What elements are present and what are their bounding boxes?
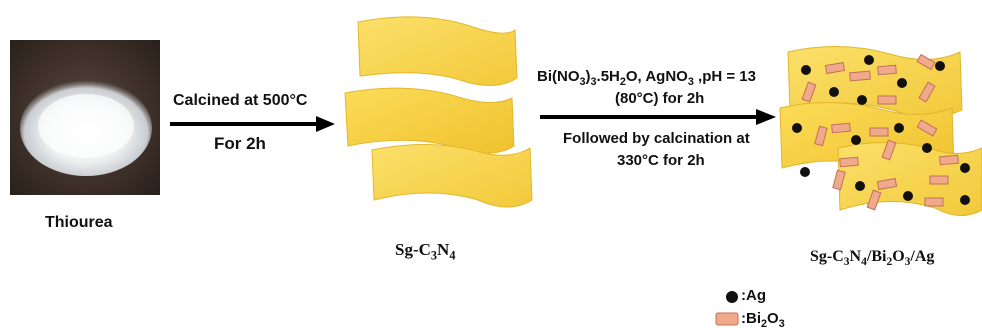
arrow-calcination (170, 116, 335, 132)
sgc3n4-label: Sg-C3N4 (395, 240, 456, 263)
ag-particle (897, 78, 907, 88)
bi2o3-particles (801, 53, 959, 211)
step1-condition-label: Calcined at 500°C (173, 92, 308, 109)
ag-particle (855, 181, 865, 191)
ag-particle (800, 167, 810, 177)
bi2o3-particle (832, 169, 846, 191)
legend-markers (715, 291, 739, 326)
ag-particle (857, 95, 867, 105)
ag-particle (851, 135, 861, 145)
bi2o3-particle (929, 175, 949, 185)
legend-ag-marker (726, 291, 738, 303)
step2-reagents-label: Bi(NO3)3.5H2O, AgNO3 ,pH = 13 (537, 68, 756, 88)
bi2o3-particle (831, 122, 851, 134)
product-label: Sg-C3N4/Bi2O3/Ag (810, 248, 935, 269)
legend-bi2o3-label: :Bi2O3 (741, 310, 785, 330)
ag-particle (960, 195, 970, 205)
thiourea-photo (10, 40, 160, 195)
legend-ag-label: :Ag (741, 287, 766, 304)
bi2o3-particle (869, 127, 889, 137)
bi2o3-particle (801, 81, 817, 103)
ag-particle (935, 61, 945, 71)
ag-particle (801, 65, 811, 75)
ag-particle (864, 55, 874, 65)
ag-particle (922, 143, 932, 153)
bi2o3-particle (918, 81, 936, 103)
bi2o3-particle (866, 189, 882, 211)
thiourea-label: Thiourea (45, 214, 113, 231)
bi2o3-particle (916, 119, 938, 137)
step2-temperature-label: (80°C) for 2h (615, 90, 705, 107)
step1-duration-label: For 2h (214, 134, 266, 153)
bi2o3-particle (877, 95, 897, 105)
step2-calcination-label: 330°C for 2h (617, 152, 705, 169)
sgc3n4-sheets (344, 16, 533, 208)
ag-particle (792, 123, 802, 133)
ag-particle (829, 87, 839, 97)
bi2o3-particle (916, 53, 936, 71)
ag-particle (960, 163, 970, 173)
ag-particle (894, 123, 904, 133)
bi2o3-particle (814, 125, 828, 147)
bi2o3-particle (877, 64, 897, 76)
bi2o3-particle (849, 70, 871, 82)
arrow-deposition (540, 109, 776, 125)
ag-particle (903, 191, 913, 201)
step2-followup-label: Followed by calcination at (563, 130, 750, 147)
bi2o3-particle (876, 177, 898, 191)
bi2o3-particle (881, 139, 897, 161)
ag-particles (792, 55, 970, 205)
bi2o3-particle (924, 197, 944, 207)
bi2o3-particle (824, 61, 846, 75)
bi2o3-particle (939, 154, 959, 166)
bi2o3-particle (839, 156, 859, 168)
legend-bi2o3-marker (715, 312, 739, 326)
